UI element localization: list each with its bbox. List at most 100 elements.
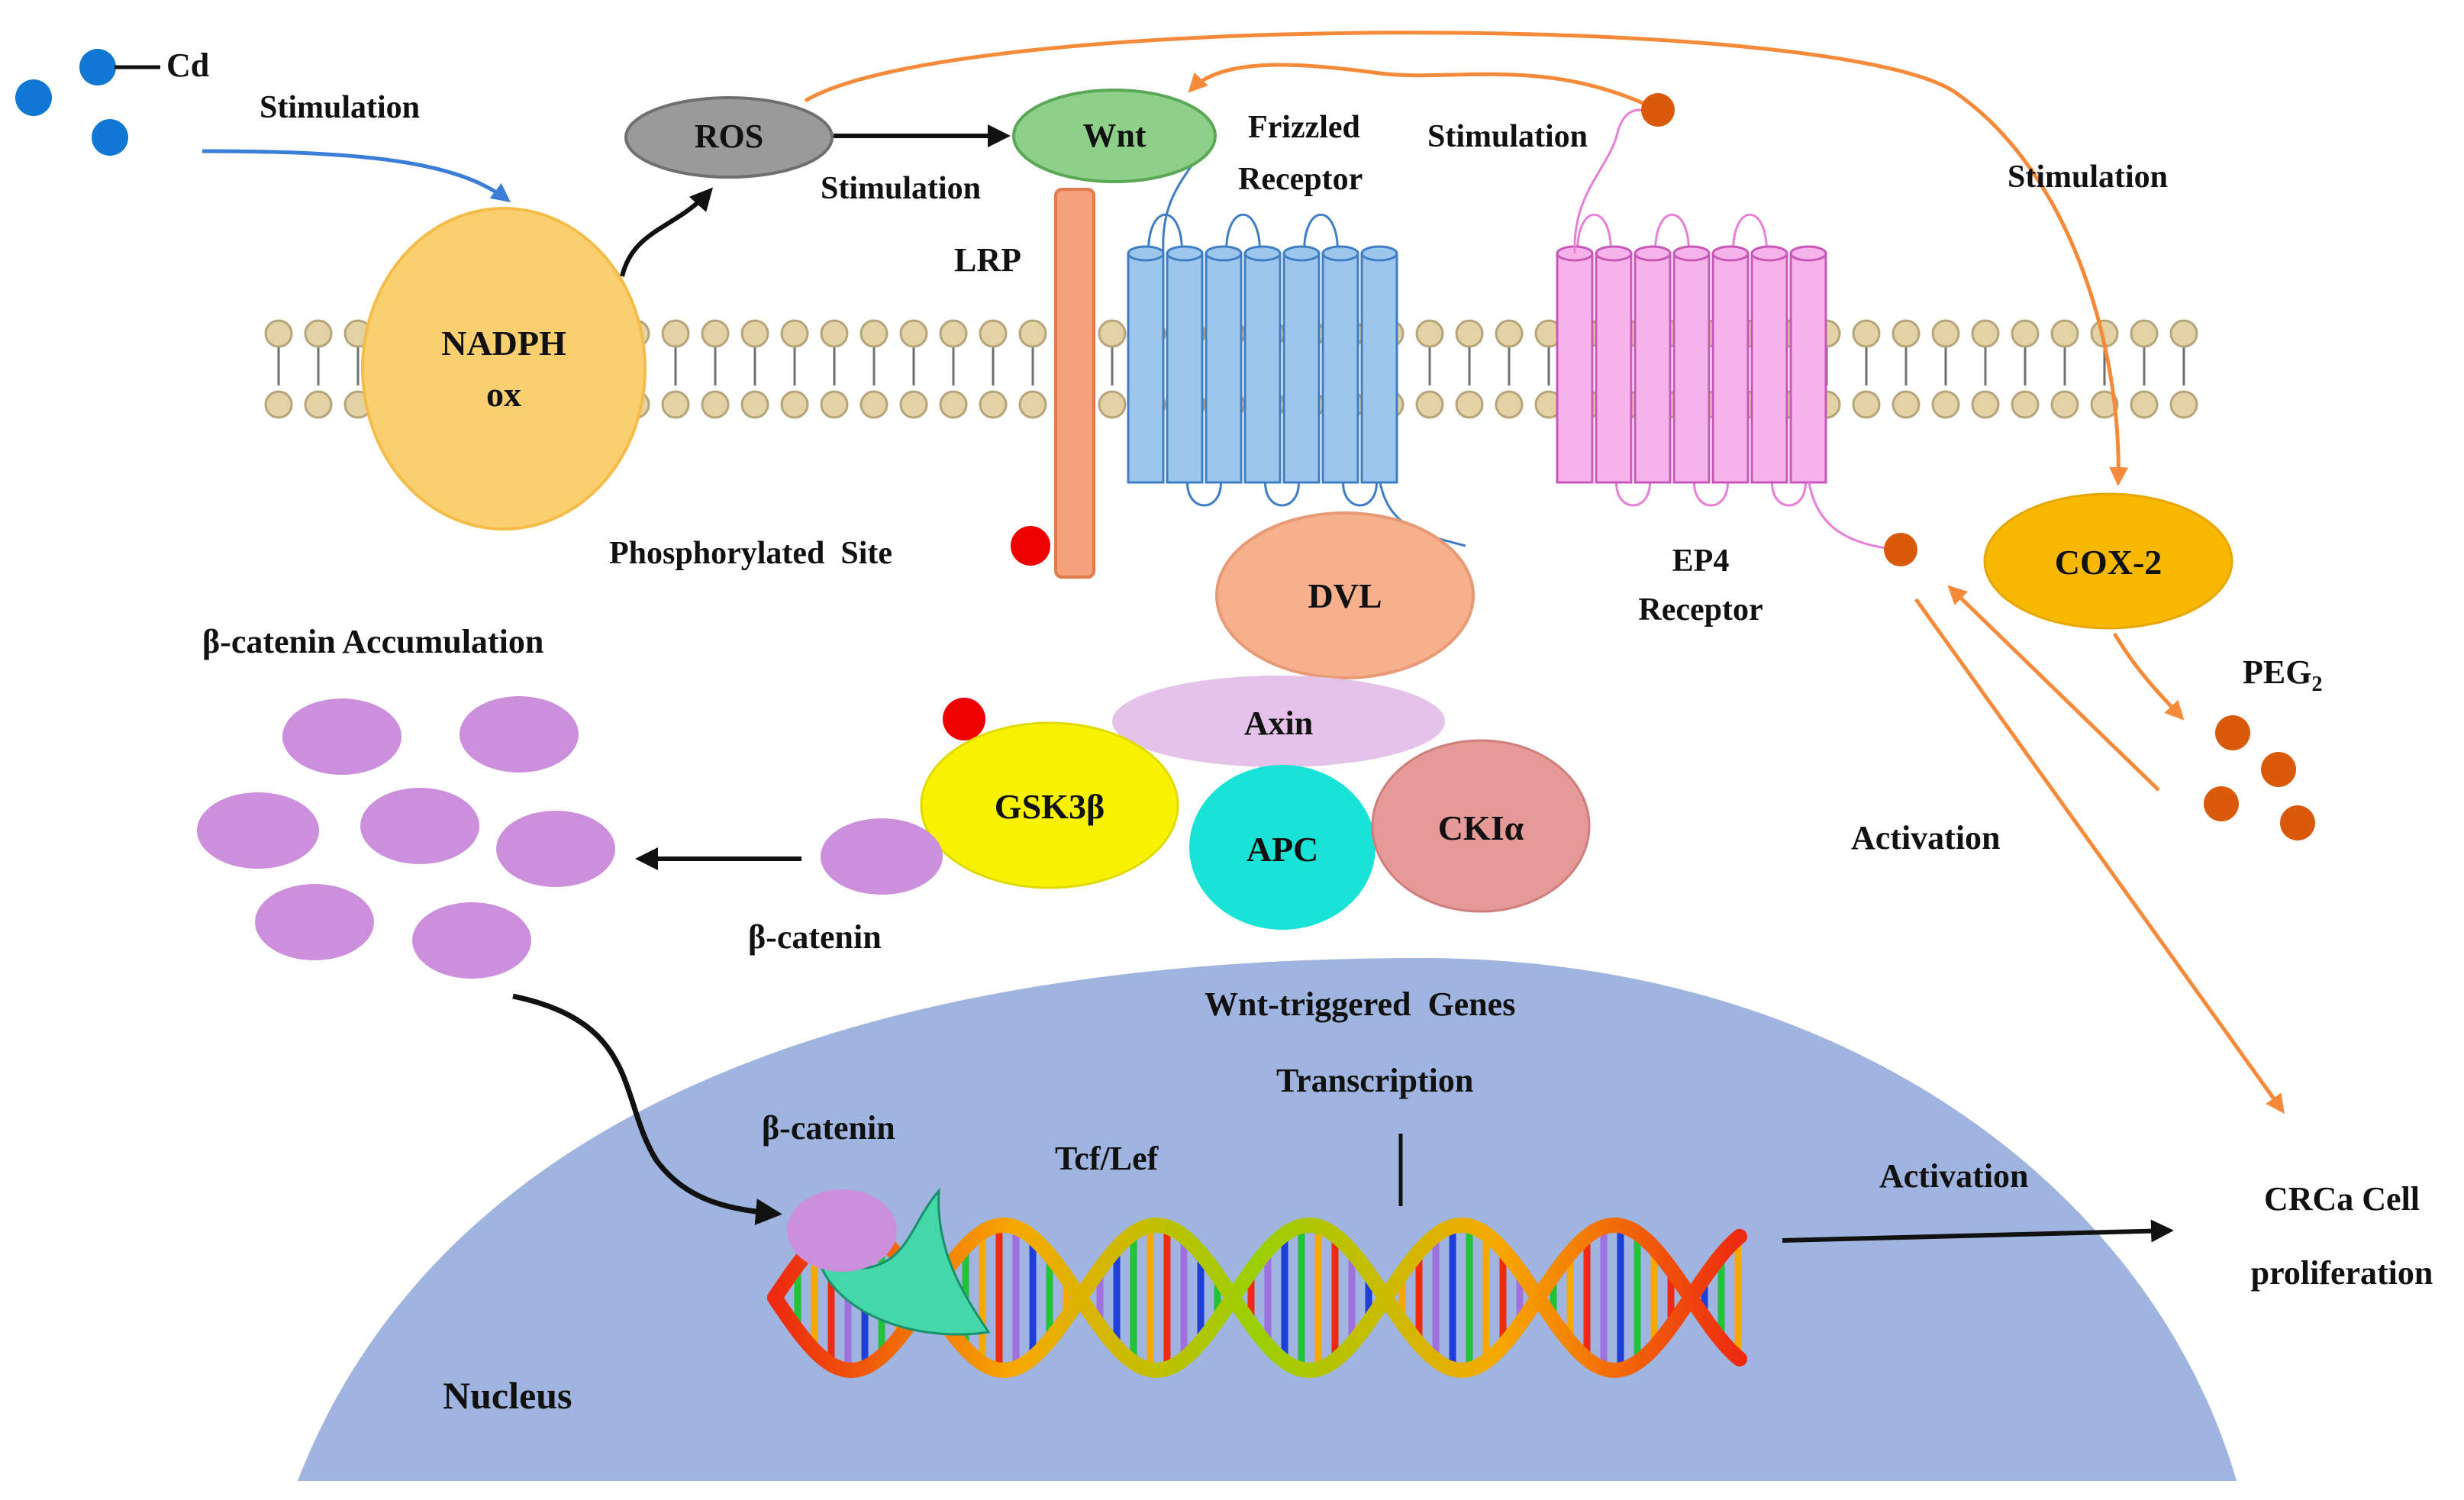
lipid-head bbox=[780, 390, 809, 419]
lipid-head bbox=[1018, 319, 1047, 348]
lipid-head bbox=[2169, 390, 2198, 419]
receptor-helix-cap bbox=[1595, 245, 1633, 262]
cd-particle bbox=[79, 49, 116, 85]
lipid-head bbox=[1852, 390, 1881, 419]
activation-prolif-label: Activation bbox=[1879, 1157, 2029, 1195]
cd-to-nadph-arrow bbox=[202, 149, 511, 203]
lipid-head bbox=[1931, 319, 1960, 348]
wnt-label: Wnt bbox=[1082, 117, 1146, 154]
lipid-head bbox=[820, 390, 849, 419]
lipid-head bbox=[899, 319, 928, 348]
beta-catenin-accumulated bbox=[360, 788, 479, 864]
lipid-head bbox=[1098, 390, 1127, 419]
cox2-label: COX-2 bbox=[2055, 543, 2162, 582]
dvl-shape bbox=[1215, 511, 1475, 679]
ep4-receptor bbox=[1556, 108, 1886, 550]
transcription-label: Transcription bbox=[1276, 1062, 1473, 1099]
ros-label: ROS bbox=[695, 118, 763, 155]
receptor-loop bbox=[1147, 213, 1183, 253]
receptor-loop bbox=[1264, 482, 1300, 507]
receptor-loop bbox=[1732, 213, 1768, 253]
receptor-loop bbox=[1771, 482, 1807, 507]
receptor-helix-cap bbox=[1360, 245, 1398, 262]
nadph-label: NADPH bbox=[441, 324, 566, 363]
pge2-molecule bbox=[1641, 93, 1675, 127]
lipid-head bbox=[1415, 319, 1444, 348]
gsk3b-shape bbox=[920, 721, 1179, 889]
receptor-helix-cap bbox=[1166, 245, 1204, 262]
lipid-head bbox=[1455, 319, 1484, 348]
frizzled-receptor-label: Receptor bbox=[1238, 162, 1363, 197]
receptor-helix-cap bbox=[1321, 245, 1359, 262]
activation-ep4-label: Activation bbox=[1851, 819, 2001, 856]
nadph-to-ros-arrow bbox=[620, 187, 714, 277]
lipid-head bbox=[939, 390, 968, 419]
receptor-helix-cap bbox=[1750, 245, 1788, 262]
lipid-head bbox=[2130, 319, 2159, 348]
lipid-head bbox=[2050, 390, 2079, 419]
lipid-head bbox=[661, 319, 690, 348]
lipid-head bbox=[701, 390, 730, 419]
receptor-loop bbox=[1654, 213, 1690, 253]
lipid-head bbox=[1931, 390, 1960, 419]
tcf-lef-label: Tcf/Lef bbox=[1055, 1140, 1159, 1177]
nuclear-translocation-arrow bbox=[512, 993, 782, 1226]
receptor-helix-cap bbox=[1243, 245, 1282, 262]
lipid-head bbox=[859, 390, 889, 419]
beta-catenin-cytoplasm-label: β-catenin bbox=[748, 918, 882, 956]
lipid-head bbox=[2011, 319, 2040, 348]
cox2-shape bbox=[1983, 492, 2233, 630]
receptor-helix bbox=[1127, 252, 1165, 484]
gsk3b-label: GSK3β bbox=[995, 787, 1105, 826]
peg2-label: PEG2 bbox=[2243, 653, 2322, 696]
lrp-label: LRP bbox=[954, 241, 1021, 279]
receptor-helix bbox=[1205, 252, 1243, 484]
stimulation-cox-label: Stimulation bbox=[2008, 160, 2168, 195]
receptor-helix-cap bbox=[1789, 245, 1827, 262]
lipid-head bbox=[1971, 390, 2000, 419]
lipid-head bbox=[1892, 319, 1921, 348]
beta-catenin-accumulated bbox=[255, 884, 374, 960]
crca-proliferation-label: proliferation bbox=[2251, 1254, 2433, 1292]
cd-label: Cd bbox=[166, 47, 209, 84]
stimulation-cd-label: Stimulation bbox=[260, 90, 420, 125]
pge2-molecule bbox=[2204, 786, 2239, 821]
nadph-ox-label: ox bbox=[486, 375, 521, 414]
crca-cell-label: CRCa Cell bbox=[2264, 1180, 2420, 1218]
lipid-head bbox=[2130, 390, 2159, 419]
lipid-head bbox=[859, 319, 889, 348]
phosphorylated-site-label: Phosphorylated Site bbox=[609, 536, 892, 571]
ep4-receptor-label: Receptor bbox=[1638, 592, 1763, 627]
beta-catenin-accumulated bbox=[282, 698, 402, 775]
lipid-head bbox=[2090, 390, 2119, 419]
pge2-molecule bbox=[2280, 805, 2315, 840]
receptor-helix bbox=[1672, 252, 1711, 484]
lipid-head bbox=[304, 390, 333, 419]
receptor-loop bbox=[1303, 213, 1339, 253]
lipid-head bbox=[1495, 390, 1524, 419]
gsk3b-phospho-dot bbox=[943, 698, 985, 740]
lipid-head bbox=[1852, 319, 1881, 348]
receptor-helix-cap bbox=[1711, 245, 1750, 262]
lipid-head bbox=[780, 319, 809, 348]
lipid-head bbox=[939, 319, 968, 348]
lipid-head bbox=[264, 319, 293, 348]
lipid-head bbox=[2050, 319, 2079, 348]
axin-shape bbox=[1112, 676, 1445, 767]
ck1a-shape bbox=[1371, 739, 1591, 913]
receptor-helix bbox=[1711, 252, 1750, 484]
pge2-molecule bbox=[2261, 752, 2296, 787]
receptor-helix-cap bbox=[1672, 245, 1711, 262]
dvl-label: DVL bbox=[1308, 576, 1382, 615]
lipid-head bbox=[1971, 319, 2000, 348]
lipid-head bbox=[2169, 319, 2198, 348]
receptor-helix bbox=[1166, 252, 1204, 484]
phosphorylated-site-dot bbox=[1011, 526, 1050, 566]
cd-particle bbox=[15, 79, 52, 116]
beta-catenin-nucleus bbox=[787, 1189, 897, 1272]
receptor-helix-cap bbox=[1634, 245, 1672, 262]
lipid-head bbox=[1415, 390, 1444, 419]
lipid-head bbox=[1455, 390, 1484, 419]
beta-catenin-nucleus-label: β-catenin bbox=[762, 1109, 895, 1147]
